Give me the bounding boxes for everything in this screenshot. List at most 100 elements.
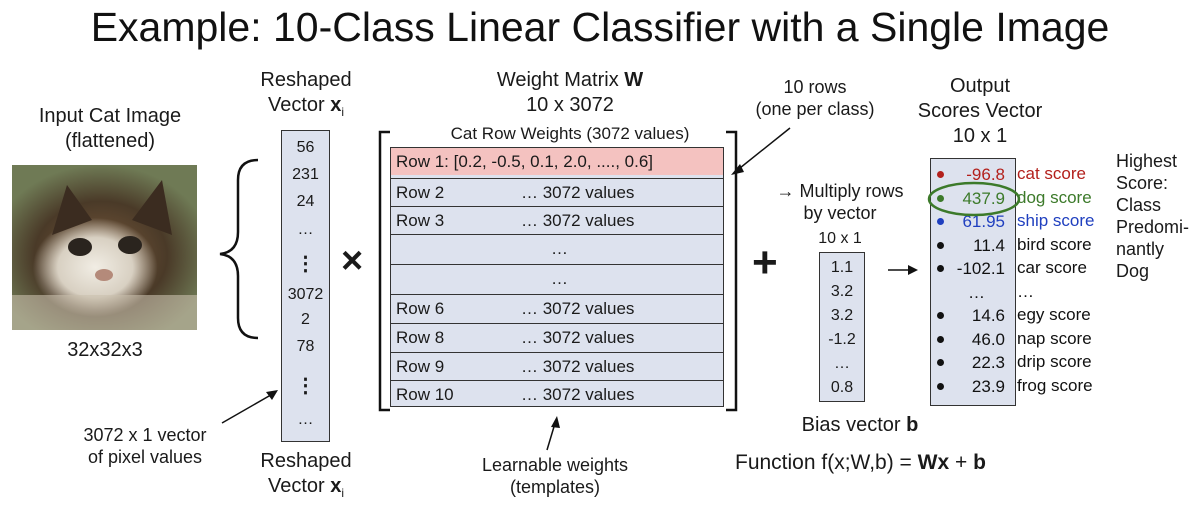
score-name: bird score [1017,234,1092,254]
score-value: 14.6 [971,306,1005,325]
bias-dims: 10 x 1 [818,230,862,247]
diagram-title: Example: 10-Class Linear Classifier with… [90,4,1110,50]
weight-row-label: Row 2 [396,183,445,202]
multiply-operator: × [341,240,364,282]
weight-row-value: … 3072 values [521,328,635,347]
rows-note: 10 rows (one per class) [755,77,875,119]
score-row: 23.9 [931,375,1015,398]
left-curly-brace [219,158,259,340]
bias-cell: 3.2 [830,307,854,324]
weight-row-value: … 3072 values [521,385,635,404]
bullet-icon [937,265,944,272]
score-name: car score [1017,258,1087,277]
cat-image [12,165,197,330]
bias-vector-label: Bias vector b [801,414,919,436]
score-value: -96.8 [966,165,1005,184]
input-image-label: Input Cat Image (flattened) [38,105,182,152]
bullet-icon [937,241,944,249]
matrix-right-bracket [726,130,738,412]
bullet-icon [937,359,944,366]
score-row: 11.4 [931,234,1015,257]
highest-note-line: Highest [1116,151,1178,171]
highest-note-line: Class [1116,195,1162,215]
score-row: … [931,281,1015,304]
score-row: 46.0 [931,328,1015,351]
score-name: frog score [1017,375,1093,395]
score-row: 22.3 [931,351,1015,374]
learnable-weights-label: Learnable weights (templates) [481,455,629,497]
score-row: -96.8 [931,163,1015,186]
x-vector-cell: ⋮ [295,253,316,275]
x-vector-cell: … [297,221,314,238]
x-vector-cell: 56 [296,139,315,156]
score-value: 61.95 [962,212,1005,231]
weight-row-value: … 3072 values [521,357,635,376]
weight-row: Row 2 … 3072 values [391,178,723,205]
x-vector-cell: 24 [296,193,315,210]
weight-row: Row 8 … 3072 values [391,323,723,350]
weight-row: … [391,234,723,261]
highest-note-line: Predomi- [1116,217,1190,237]
weight-row-label: Row 8 [396,328,445,347]
cat-row-caption: Cat Row Weights (3072 values) [450,124,690,143]
weight-row-label: Row 9 [396,357,445,376]
score-value: -102.1 [956,259,1005,278]
weight-row-label: Row 3 [396,211,445,230]
function-formula: Function f(x;W,b) = Wx + b [735,451,986,474]
matrix-left-bracket [378,130,390,412]
score-row: 61.95 [931,210,1015,233]
weight-row-value: … 3072 values [521,211,635,230]
score-value: 22.3 [971,353,1005,372]
pixel-note-arrow [221,391,277,424]
weight-row-value: … 3072 values [521,183,635,202]
x-vector-cell: ⋮ [295,375,316,397]
reshaped-vector-bottom-label: Reshaped Vector xi [260,450,352,500]
output-title: Output Scores Vector 10 x 1 [917,75,1043,147]
plus-operator: + [752,238,778,287]
score-value: 11.4 [973,235,1005,255]
bullet-icon [937,382,944,390]
weight-row: Row 1: [0.2, -0.5, 0.1, 2.0, ...., 0.6] [391,148,723,175]
weight-row-label: Row 10 [396,385,454,404]
input-size-label: 32x32x3 [67,339,143,361]
weight-row: … [391,264,723,291]
weight-row-value: … [551,269,568,288]
x-vector-cell: 78 [296,338,315,355]
score-name: drip score [1017,352,1092,371]
weight-row-value: … 3072 values [521,299,635,318]
output-scores-vector: -96.8 437.9 61.95 11.4 -102.1 … 14.6 46.0 22.3 23… [930,158,1016,406]
score-name: egy score [1017,305,1091,324]
bullet-icon [937,335,944,343]
multiply-note: → Multiply rows by vector [776,181,904,223]
bias-cell: … [834,355,850,372]
weight-row: Row 6 … 3072 values [391,294,723,321]
score-name: nap score [1017,328,1092,348]
bias-cell: 3.2 [830,283,854,300]
weight-row: Row 3 … 3072 values [391,206,723,233]
bullet-icon [937,312,944,319]
score-row: 437.9 [931,187,1015,210]
bullet-icon [937,218,944,225]
x-vector-cell: … [297,411,314,428]
highest-note-line: nantly [1116,239,1165,259]
bias-cell: -1.2 [828,331,856,348]
rows-note-arrow [734,127,791,173]
bias-cell: 0.8 [830,379,854,396]
weight-row-value: … [551,239,568,258]
score-value: … [968,282,985,302]
highest-note-line: Dog [1116,261,1150,281]
weight-row: Row 9 … 3072 values [391,352,723,379]
score-name: dog score [1017,187,1092,207]
weight-matrix: Row 1: [0.2, -0.5, 0.1, 2.0, ...., 0.6] R… [390,147,724,407]
score-value: 437.9 [962,188,1005,208]
score-name: ship score [1017,211,1095,230]
highest-note-line: Score: [1116,173,1169,193]
weight-row: Row 10 … 3072 values [391,380,723,407]
x-vector-cell: 231 [292,166,319,183]
weight-matrix-title: Weight Matrix W 10 x 3072 [496,69,644,116]
weight-row-label: Row 6 [396,299,445,318]
